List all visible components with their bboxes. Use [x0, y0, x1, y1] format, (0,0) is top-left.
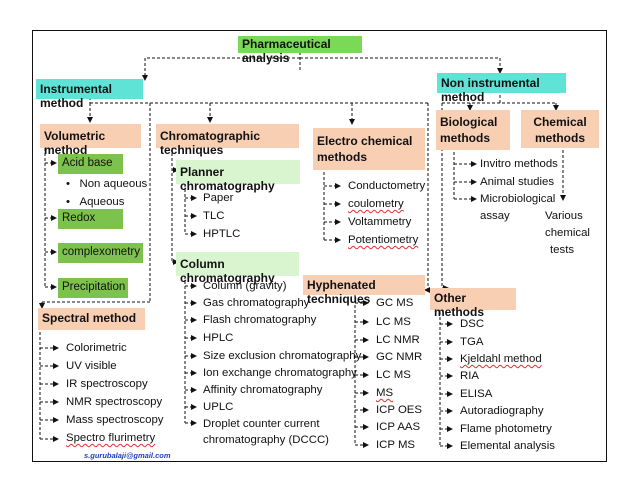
hyphenated-item: MS — [376, 387, 394, 399]
column-chromatography-node: Column chromatography — [176, 252, 299, 285]
electro-item: Potentiometry — [348, 234, 419, 246]
other-methods-node: Other methods — [430, 288, 516, 319]
biological-title-line2: methods — [440, 131, 491, 145]
other-item: RIA — [460, 370, 479, 382]
hyphenated-item: LC NMR — [376, 334, 420, 346]
other-item: Kjeldahl method — [460, 353, 542, 365]
electro-title-line2: methods — [317, 150, 368, 164]
hyphenated-item: GC MS — [376, 297, 414, 309]
chemical-item: Various — [545, 210, 583, 222]
hyphenated-item: GC NMR — [376, 351, 423, 363]
electro-item: Conductometry — [348, 180, 426, 192]
spectral-item: Spectro flurimetry — [66, 432, 156, 444]
planner-item: TLC — [203, 210, 225, 222]
column-item: Droplet counter current — [203, 418, 320, 430]
chemical-item: chemical — [545, 227, 590, 239]
spectral-item: IR spectroscopy — [66, 378, 148, 390]
complexometry-box: complexometry — [58, 243, 143, 263]
biological-item: Animal studies — [480, 176, 555, 188]
non-aqueous-item: • Non aqueous — [66, 178, 148, 190]
electro-item: coulometry — [348, 198, 404, 210]
other-item: Autoradiography — [460, 405, 544, 417]
column-item: UPLC — [203, 401, 234, 413]
electro-title-line1: Electro chemical — [317, 134, 413, 148]
spectral-item: UV visible — [66, 360, 117, 372]
spectral-item: NMR spectroscopy — [66, 396, 163, 408]
electro-item: Voltammetry — [348, 216, 412, 228]
chemical-item: tests — [550, 244, 575, 256]
column-item: Ion exchange chromatography — [203, 367, 357, 379]
column-item: Column (gravity) — [203, 280, 287, 292]
biological-item: assay — [480, 210, 510, 222]
volumetric-method-node: Volumetric method — [40, 124, 141, 157]
other-item: TGA — [460, 336, 484, 348]
chemical-title-line2: methods — [534, 131, 585, 145]
column-item: Gas chromatography — [203, 297, 310, 309]
redox-box: Redox — [58, 209, 123, 229]
biological-title-line1: Biological — [440, 115, 498, 129]
biological-item: Invitro methods — [480, 158, 558, 170]
chemical-methods-node: Chemical methods — [521, 110, 599, 148]
column-item: Affinity chromatography — [203, 384, 323, 396]
hyphenated-item: LC MS — [376, 369, 411, 381]
chemical-title-line1: Chemical — [533, 115, 587, 129]
aqueous-item: • Aqueous — [66, 196, 125, 208]
planner-chromatography-node: Planner chromatography — [176, 160, 300, 193]
planner-item: Paper — [203, 192, 234, 204]
other-item: DSC — [460, 318, 485, 330]
non-instrumental-method-node: Non instrumental method — [437, 73, 566, 104]
column-item: HPLC — [203, 332, 234, 344]
hyphenated-techniques-node: Hyphenated techniques — [303, 275, 425, 306]
electro-chemical-methods-node: Electro chemical methods — [313, 128, 425, 170]
other-item: ELISA — [460, 388, 493, 400]
hyphenated-item: ICP MS — [376, 439, 416, 451]
biological-methods-node: Biological methods — [436, 110, 510, 150]
root-node: Pharmaceutical analysis — [238, 36, 362, 65]
acid-base-box: Acid base — [58, 154, 123, 174]
instrumental-method-node: Instrumental method — [36, 79, 143, 110]
other-item: Flame photometry — [460, 423, 552, 435]
column-item: chromatography (DCCC) — [203, 434, 329, 446]
author-email: s.gurubalaji@gmail.com — [84, 451, 171, 460]
diagram-frame — [32, 30, 607, 462]
spectral-item: Mass spectroscopy — [66, 414, 164, 426]
planner-item: HPTLC — [203, 228, 241, 240]
hyphenated-item: ICP AAS — [376, 421, 421, 433]
spectral-item: Colorimetric — [66, 342, 127, 354]
hyphenated-item: ICP OES — [376, 404, 423, 416]
other-item: Elemental analysis — [460, 440, 555, 452]
chromatographic-techniques-node: Chromatographic techniques — [156, 124, 299, 157]
spectral-method-node: Spectral method — [38, 308, 145, 330]
precipitation-box: Precipitation — [58, 278, 128, 298]
column-item: Flash chromatography — [203, 314, 317, 326]
biological-item: Microbiological — [480, 193, 556, 205]
hyphenated-item: LC MS — [376, 316, 411, 328]
column-item: Size exclusion chromatography — [203, 350, 362, 362]
